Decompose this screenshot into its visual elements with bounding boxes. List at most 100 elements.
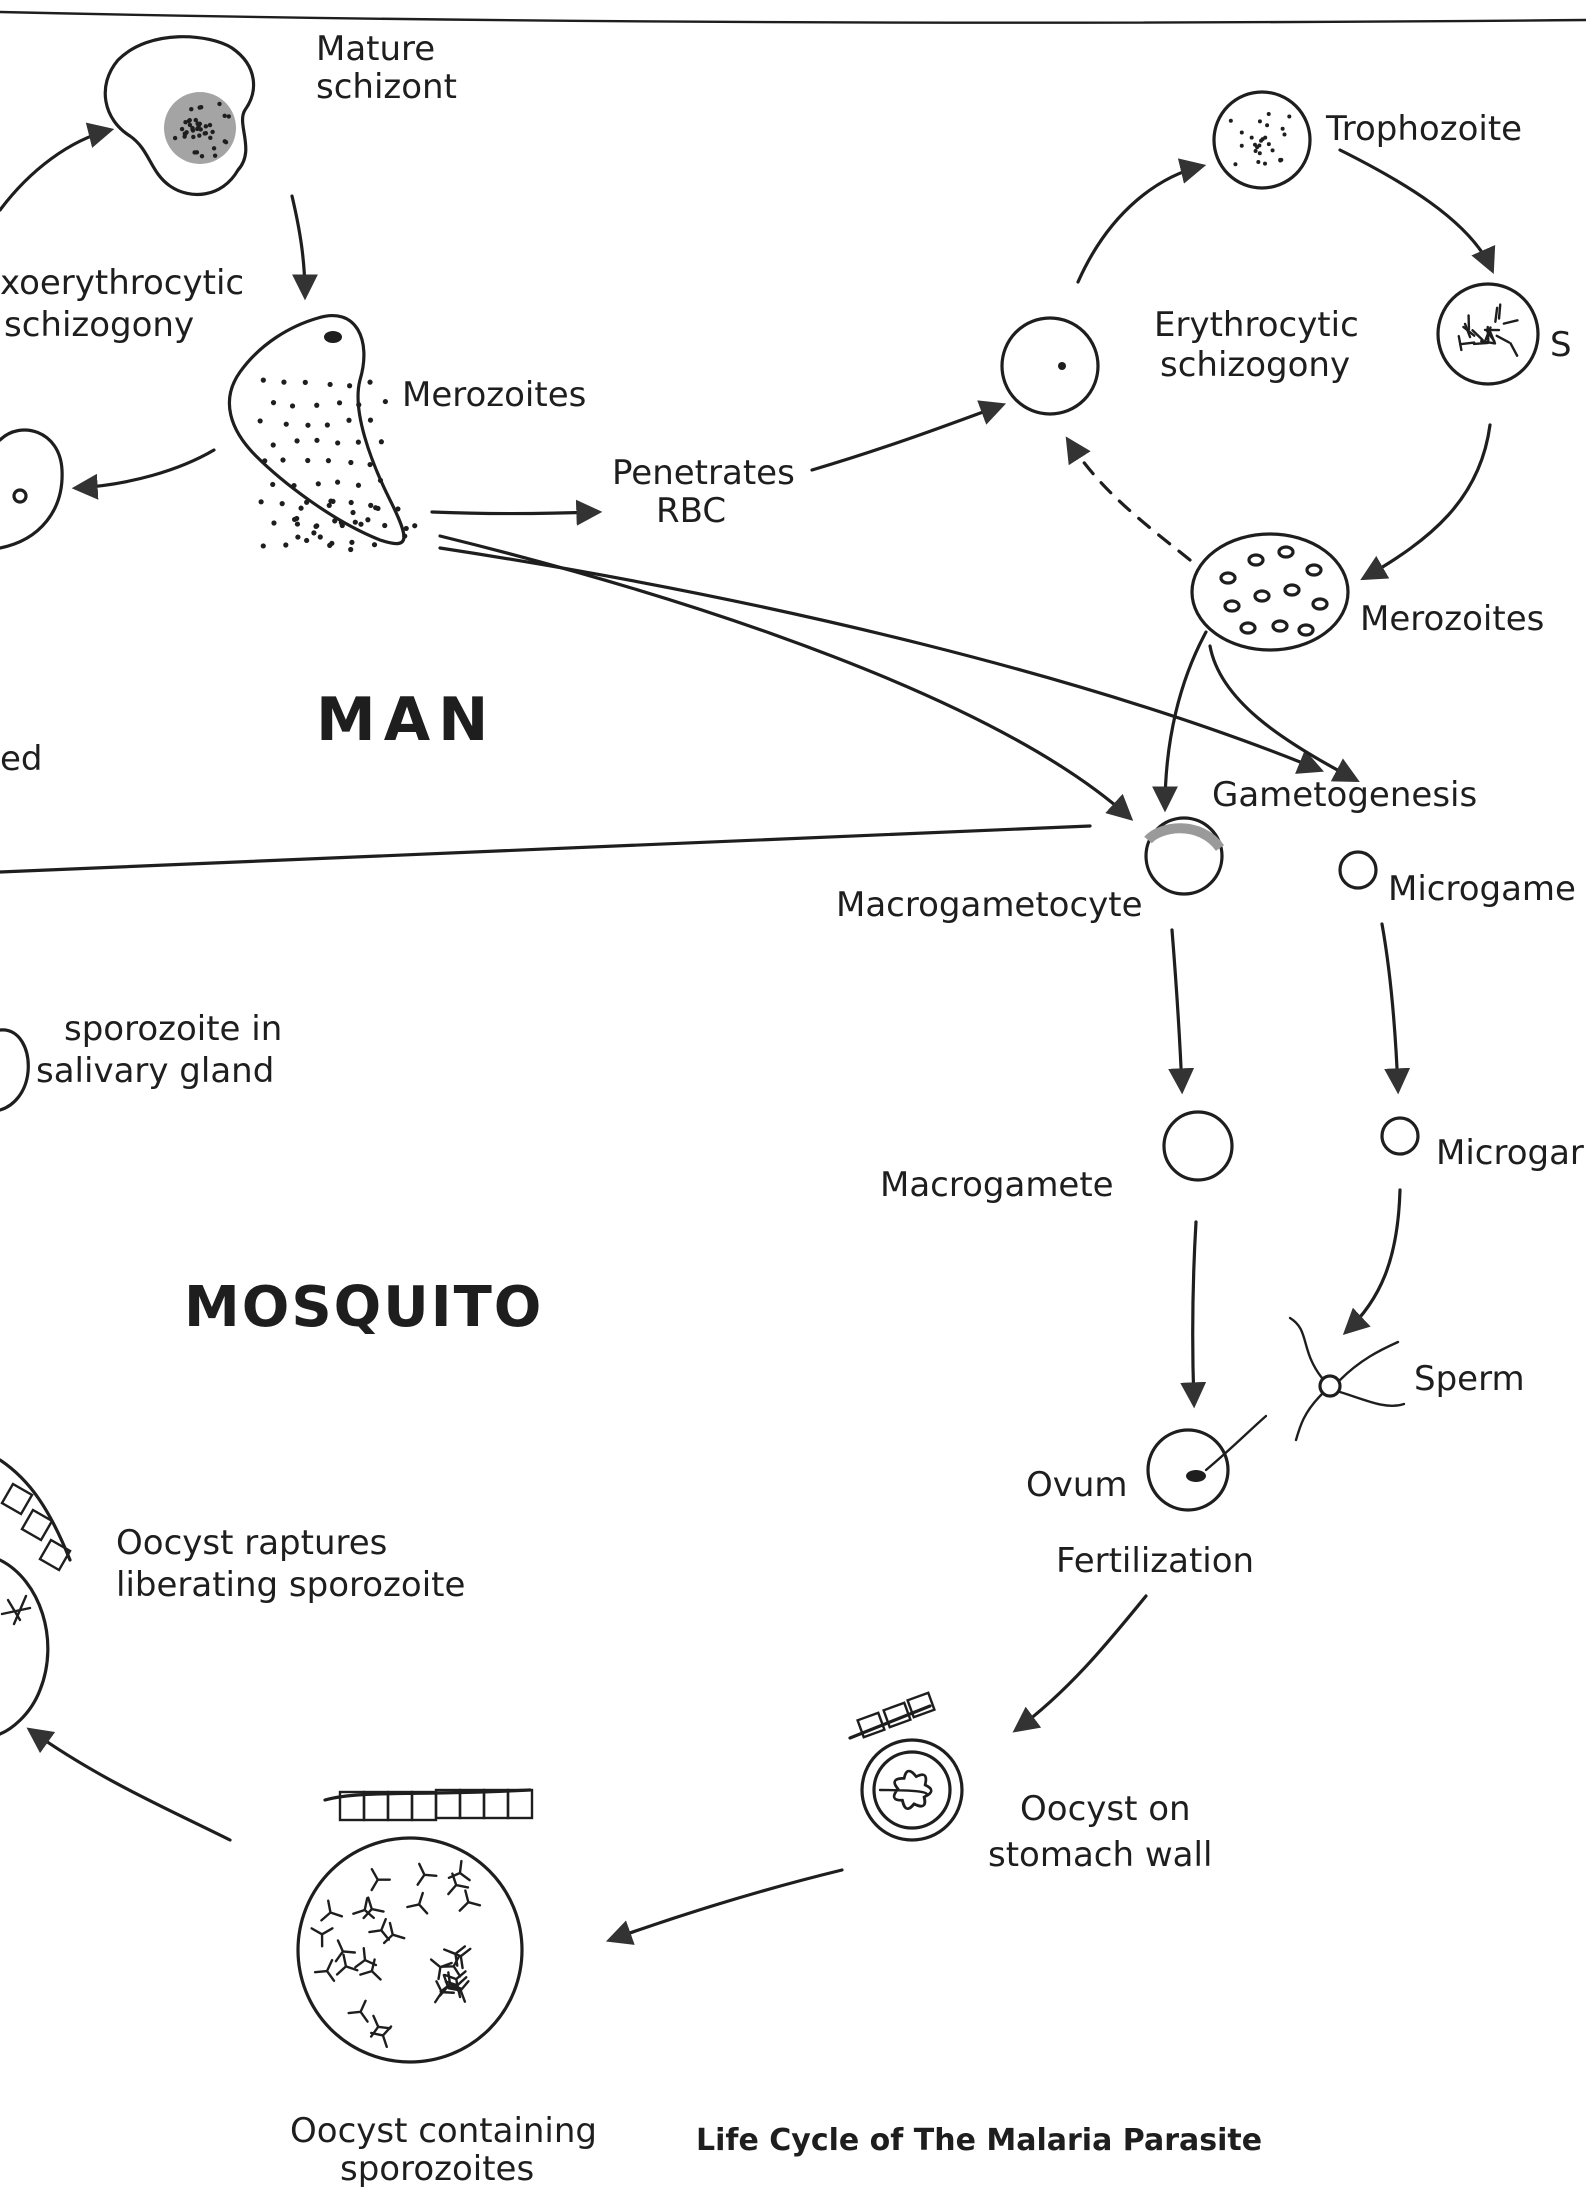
trophozoite-granule [1229,119,1233,123]
schizont-granule [198,122,202,126]
merozoite-dot [291,483,296,488]
schizont-mark [1504,320,1518,323]
released-merozoite-dot [348,547,353,552]
released-merozoite-dot [318,534,323,539]
sporozoite [337,1955,357,1975]
sporozoite [449,1861,470,1880]
oocyst-rupturing [0,1460,70,1734]
merozoite-dot [356,402,361,407]
merozoite-dot [349,540,354,545]
merozoite-dot [259,499,264,504]
trophozoite-granule [1281,127,1285,131]
label-microgametocyte: Microgame [1388,869,1576,909]
schizont-granule [208,123,212,127]
epithelial-cell [364,1792,388,1820]
schizont-granule [188,118,192,122]
trophozoite-granule [1257,143,1261,147]
hepatocyte-partial [0,430,62,548]
schizont-cell-right [1438,284,1538,384]
epithelial-cell [460,1790,484,1818]
trophozoite-granule [1256,160,1260,164]
schizont-granule [190,127,194,131]
arrow-oocyst-to-mature-oocyst [610,1870,842,1940]
schizont-granule [188,123,192,127]
label-partial-ed: ed [0,739,43,779]
released-merozoite-dot [353,520,358,525]
merozoite-dot [294,438,299,443]
label-oocyst-ruptures-2: liberating sporozoite [116,1565,465,1605]
trophozoite-granule [1250,136,1254,140]
released-merozoite-dot [295,534,300,539]
epithelial-cell [508,1790,532,1818]
label-oocyst-containing-1: Oocyst containing [290,2111,597,2151]
schizont-granule [212,146,216,150]
schizont-granule [183,120,187,124]
label-oocyst-containing-2: sporozoites [340,2149,534,2188]
label-oocyst-ruptures-1: Oocyst raptures [116,1523,387,1563]
merozoite-body [1285,585,1299,595]
merozoite-dot [367,380,372,385]
merozoite-dot [270,482,275,487]
schizont-granule [197,133,201,137]
schizont-granule [189,107,193,111]
schizont-granule [200,154,204,158]
label-trophozoite: Trophozoite [1325,109,1522,149]
label-salivary-gland: salivary gland [36,1051,274,1091]
trophozoite-granule [1261,137,1265,141]
merozoite-dot [295,521,300,526]
merozoite-body [1273,621,1287,631]
schizont-granule [195,150,199,154]
merozoite-dot [379,439,384,444]
merozoite-dot [368,418,373,423]
label-macrogamete: Macrogamete [880,1165,1114,1205]
label-erythrocytic-1: Erythrocytic [1154,305,1359,345]
epithelial-cell [484,1790,508,1818]
label-exoerythrocytic-1: xoerythrocytic [0,263,244,303]
merozoite-dot [290,403,295,408]
merozoite-dot [281,380,286,385]
arrow-merozoites-to-gametogenesis [440,548,1320,770]
sporozoite [407,1893,427,1913]
label-ovum: Ovum [1026,1465,1128,1505]
schizont-granule [213,153,217,157]
released-merozoite-dot [412,523,417,528]
merozoite-dot [303,380,308,385]
schizont-granule [173,136,177,140]
merozoite-dot [358,522,363,527]
label-fertilization: Fertilization [1056,1541,1254,1581]
merozoite-dot [337,400,342,405]
merozoite-dot [356,483,361,488]
sporozoite [349,2001,368,2022]
merozoite-dot [348,460,353,465]
released-merozoite-dot [402,533,407,538]
arrow-fertilization-to-oocyst [1016,1596,1146,1730]
trophozoite-granule [1263,162,1267,166]
trophozoite-granule [1233,162,1237,166]
label-gametogenesis: Gametogenesis [1212,775,1477,815]
merozoite-dot [304,500,309,505]
trophozoite-granule [1267,142,1271,146]
schizont-granule [203,131,207,135]
oocyst-stomach-wall [850,1693,962,1840]
trophozoite-granule [1287,114,1291,118]
oocyst-scribble [880,1771,931,1809]
label-microgamete: Microgar [1436,1133,1584,1173]
merozoite-dot [262,458,267,463]
arrow-trophozoite-to-schizont [1340,150,1492,270]
label-merozoites-left: Merozoites [402,375,586,415]
merozoite-dot [335,440,340,445]
schizont-granule [197,105,201,109]
diagram-title: Life Cycle of The Malaria Parasite [696,2123,1262,2158]
released-merozoite-dot [332,518,337,523]
trophozoite-cell [1214,92,1310,188]
merozoite-dot [367,462,372,467]
merozoite-dot [326,458,331,463]
merozoite-dot [346,418,351,423]
merozoite-body [1225,601,1239,611]
trophozoite-granule [1267,112,1271,116]
arrow-merozoites-to-macrogametocyte [440,536,1130,818]
mature-schizont-cell [105,37,253,195]
sporozoite [321,1901,341,1921]
released-merozoite-dot [395,506,400,511]
